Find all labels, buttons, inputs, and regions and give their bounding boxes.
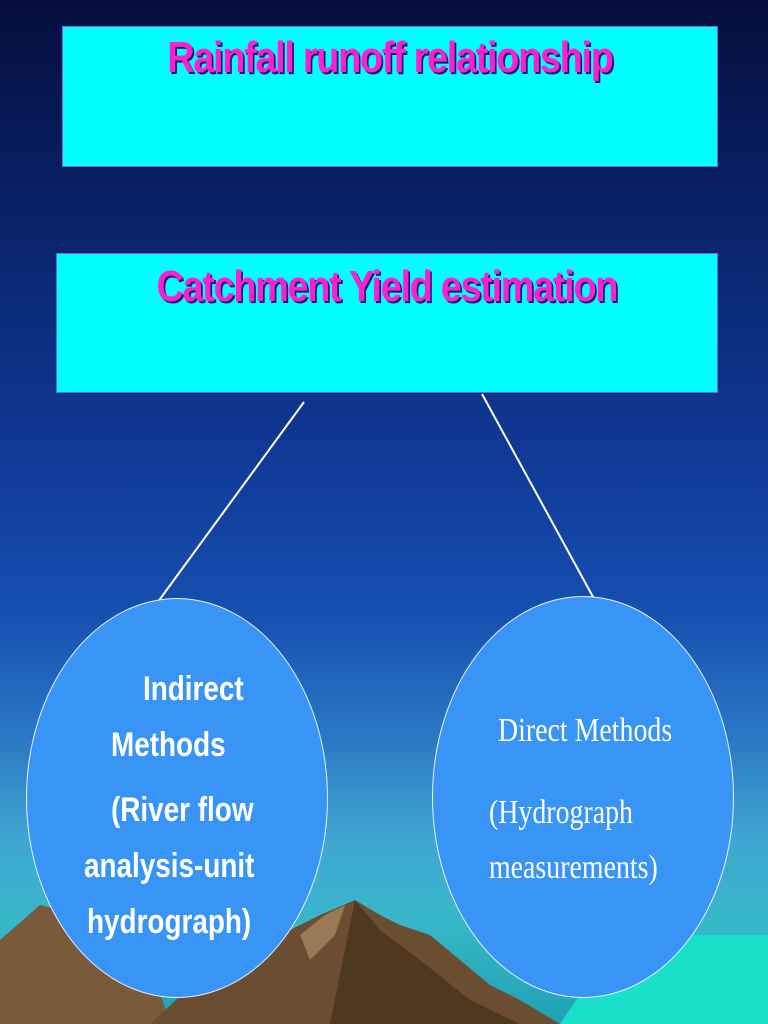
direct-line-1: Direct Methods bbox=[498, 712, 673, 749]
arrow-to-indirect bbox=[151, 401, 305, 611]
mountain-center-shade bbox=[330, 900, 520, 1024]
direct-line-3: measurements) bbox=[489, 849, 658, 886]
catchment-yield-title: Catchment Yield estimation bbox=[156, 262, 619, 311]
direct-line-2: (Hydrograph bbox=[489, 794, 634, 831]
rainfall-runoff-title: Rainfall runoff relationship bbox=[167, 33, 614, 82]
direct-methods-oval bbox=[432, 596, 734, 998]
catchment-yield-box: Catchment Yield estimation bbox=[56, 253, 718, 393]
mountain-ridge-highlight bbox=[300, 905, 345, 960]
rainfall-runoff-box: Rainfall runoff relationship bbox=[62, 26, 718, 167]
mountain-left bbox=[0, 905, 170, 1024]
indirect-line-1: Indirect bbox=[143, 670, 244, 708]
indirect-line-5: hydrograph) bbox=[87, 903, 252, 941]
indirect-line-2: Methods bbox=[111, 726, 226, 764]
indirect-line-3: (River flow bbox=[111, 791, 254, 829]
indirect-line-4: analysis-unit bbox=[84, 847, 255, 885]
arrow-to-direct bbox=[481, 393, 599, 607]
indirect-methods-oval bbox=[26, 598, 328, 998]
